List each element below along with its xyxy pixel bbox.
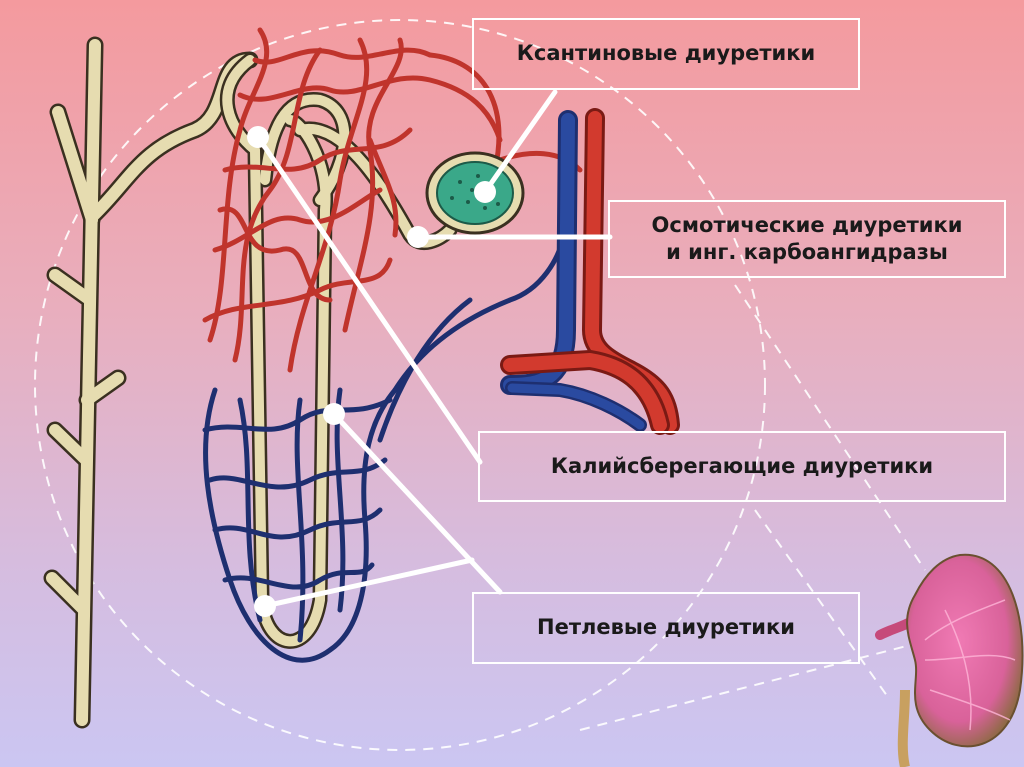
label-osmotic-line1: Осмотические диуретики <box>652 212 963 239</box>
label-potassium-sparing-text: Калийсберегающие диуретики <box>551 453 933 480</box>
label-loop-diuretics: Петлевые диуретики <box>472 592 860 664</box>
label-xanthine-diuretics: Ксантиновые диуретики <box>472 18 860 90</box>
kidney-icon <box>880 555 1023 767</box>
label-osmotic-line2: и инг. карбоангидразы <box>652 239 963 266</box>
label-loop-text: Петлевые диуретики <box>537 614 795 641</box>
label-osmotic-diuretics: Осмотические диуретики и инг. карбоангид… <box>608 200 1006 278</box>
collecting-duct <box>52 45 250 720</box>
label-potassium-sparing-diuretics: Калийсберегающие диуретики <box>478 431 1006 502</box>
label-xanthine-text: Ксантиновые диуретики <box>517 40 815 67</box>
